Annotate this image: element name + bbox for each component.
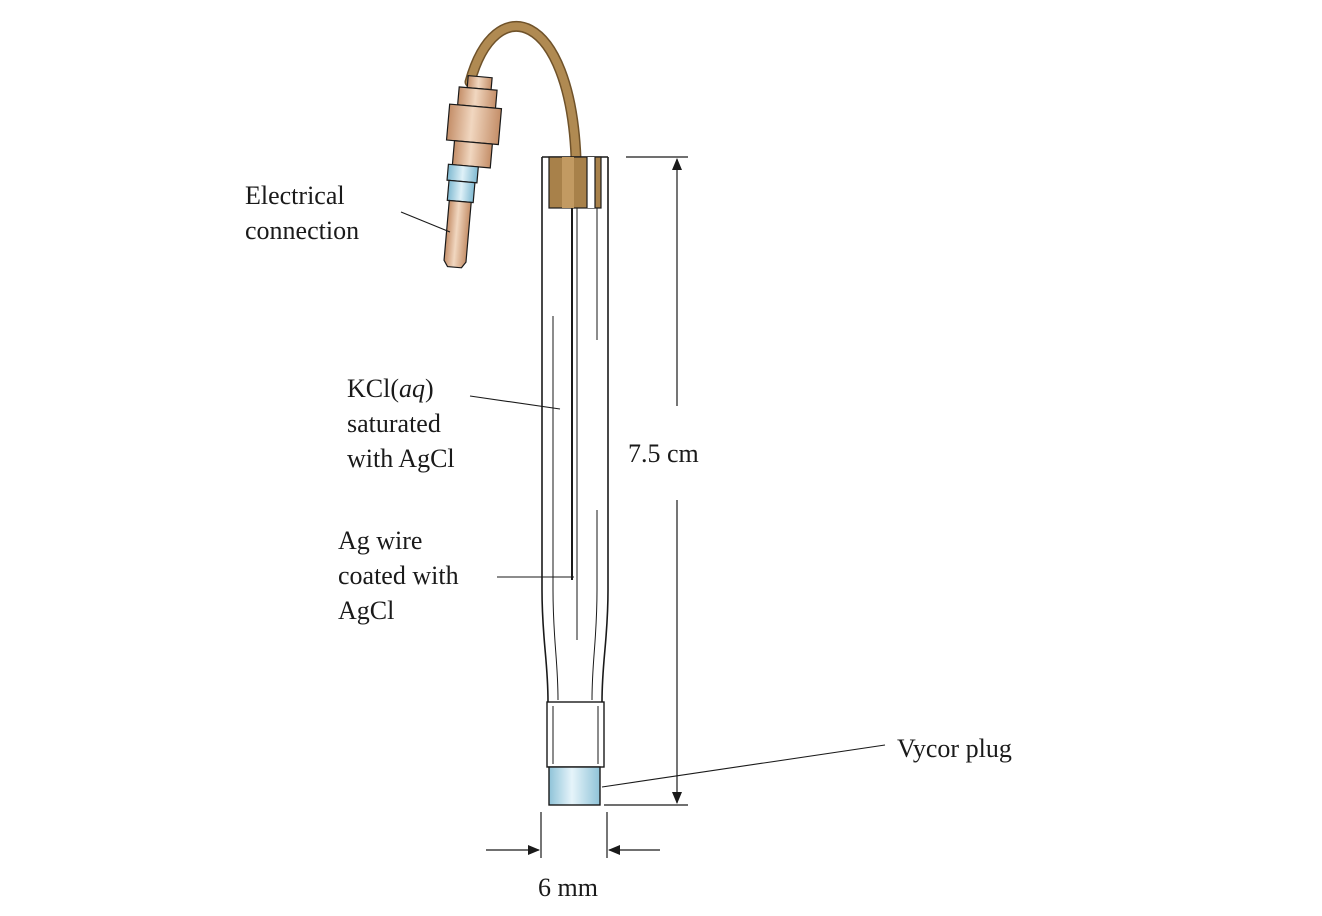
kcl-leader [469,395,561,410]
lower-sleeve [546,701,605,768]
height-dimension [604,156,688,806]
electrical-leader [400,211,451,233]
glass-tube [541,156,609,703]
cable [464,20,582,164]
kcl-solution-label: KCl(aq) saturated with AgCl [347,374,455,473]
tube-cap [548,156,602,209]
width-dimension [486,812,660,858]
width-label: 6 mm [538,873,598,902]
length-label: 7.5 cm [628,439,699,468]
vycor-plug-label: Vycor plug [897,734,1012,763]
ag-wire-label: Ag wire coated with AgCl [338,526,465,625]
leader-lines [400,211,886,788]
vycor-plug [548,766,601,806]
ag-wire [571,208,578,640]
electrical-connection-label: Electrical connection [245,181,359,245]
electrical-connector [443,75,503,269]
vycor-leader [601,744,886,788]
